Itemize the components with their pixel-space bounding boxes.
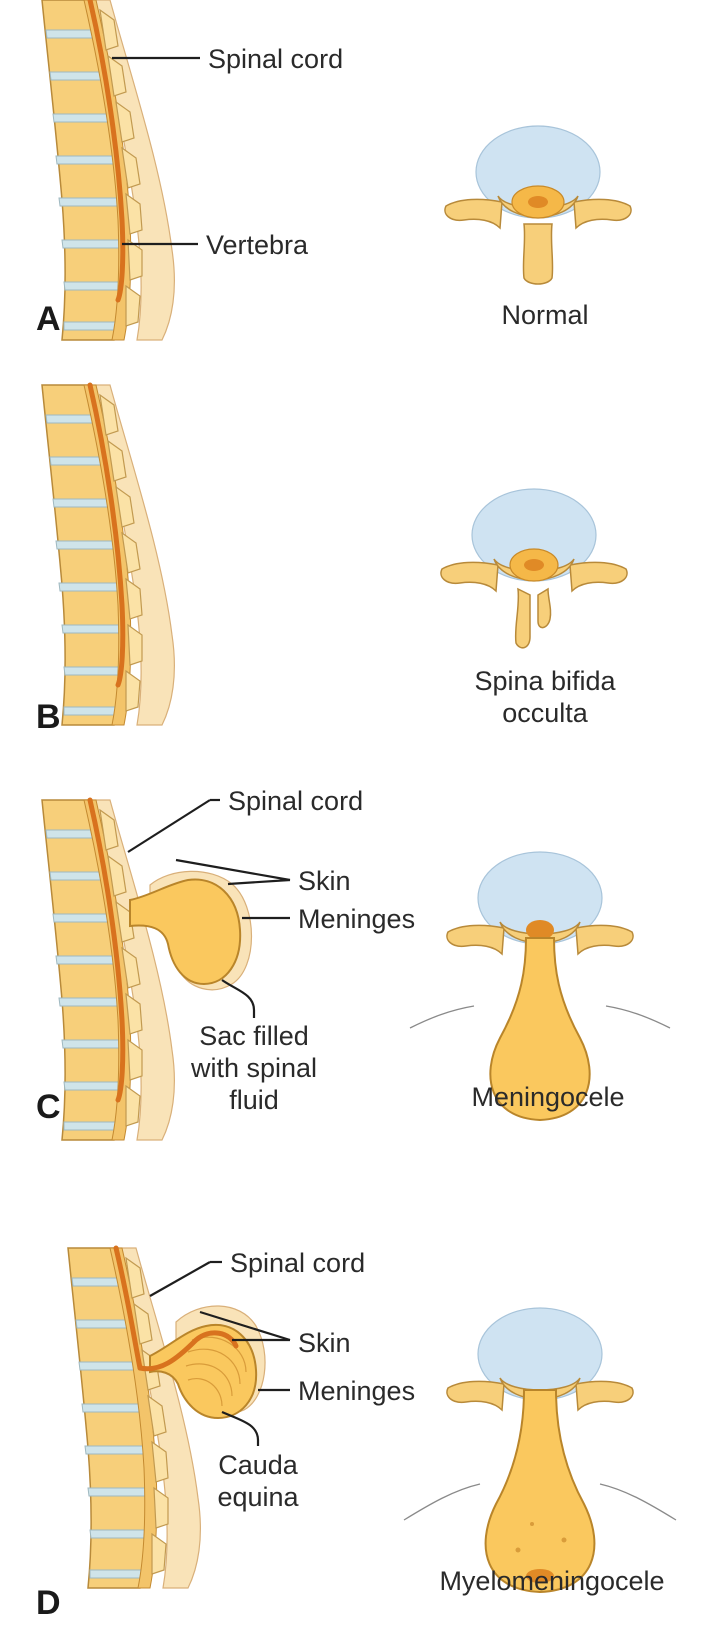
vertebra-axial-myelomeningocele [403, 1307, 677, 1594]
spine-sagittal-normal [41, 0, 176, 341]
caption-meningocele: Meningocele [471, 1082, 624, 1112]
spine-sagittal-occulta [41, 382, 176, 726]
label-meninges-d: Meninges [298, 1376, 415, 1406]
panel-c: Spinal cord Skin Meninges Sac filled wit… [36, 786, 671, 1141]
spine-sagittal-myelomeningocele [67, 1245, 202, 1589]
panel-letter-b: B [36, 698, 61, 736]
spinal-cord-leader-d [149, 1261, 211, 1297]
panel-letter-a: A [36, 300, 61, 338]
vertebra-axial-occulta [440, 488, 628, 649]
label-skin-d: Skin [298, 1328, 351, 1358]
vertebra-axial-meningocele [409, 851, 671, 1122]
label-spinal-cord: Spinal cord [208, 44, 343, 74]
label-meninges-c: Meninges [298, 904, 415, 934]
panel-d: Spinal cord Skin Meninges Cauda equina M… [36, 1245, 677, 1622]
skin-leader-c [175, 858, 291, 882]
spine-sagittal-meningocele [41, 797, 176, 1141]
skin-leader-c-2 [227, 878, 291, 886]
label-sac-line2: with spinal [190, 1053, 317, 1083]
panel-letter-d: D [36, 1584, 61, 1622]
caption-spina-bifida-line1: Spina bifida [474, 666, 616, 696]
caption-spina-bifida-line2: occulta [502, 698, 589, 728]
label-vertebra: Vertebra [206, 230, 309, 260]
cauda-equina-leader-d [221, 1410, 260, 1446]
label-sac-line3: fluid [229, 1085, 279, 1115]
panel-a: Spinal cord Vertebra Normal A [36, 0, 632, 341]
label-spinal-cord-c: Spinal cord [228, 786, 363, 816]
caption-normal: Normal [501, 300, 588, 330]
panel-b: Spina bifida occulta B [36, 382, 628, 736]
myelomeningocele-sac [149, 1323, 258, 1420]
label-cauda-line2: equina [217, 1482, 299, 1512]
skin-leader-d [199, 1310, 291, 1342]
panel-letter-c: C [36, 1088, 61, 1126]
spinal-cord-leader-c [127, 799, 211, 853]
label-cauda-line1: Cauda [218, 1450, 299, 1480]
tethered-cord-d [137, 1330, 239, 1372]
label-spinal-cord-d: Spinal cord [230, 1248, 365, 1278]
vertebra-axial-normal [444, 125, 632, 285]
label-skin-c: Skin [298, 866, 351, 896]
caption-myelomeningocele: Myelomeningocele [439, 1566, 664, 1596]
label-sac-line1: Sac filled [199, 1021, 309, 1051]
sac-leader-c [221, 979, 256, 1018]
meningocele-sac [129, 878, 242, 986]
